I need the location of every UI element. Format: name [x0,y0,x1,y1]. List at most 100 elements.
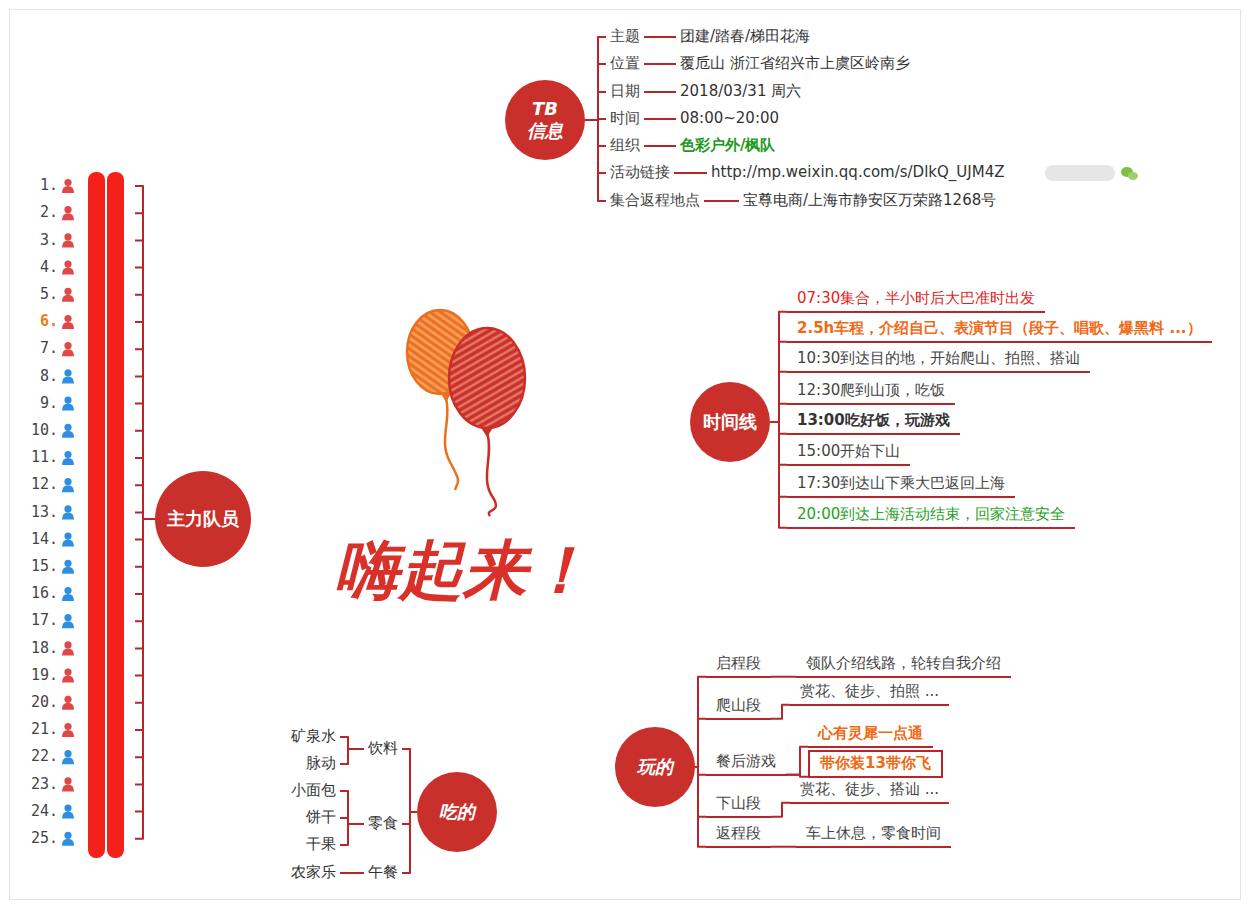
topic-text: 15. [28,557,58,577]
topic-text: 色彩户外/枫队 [680,136,775,154]
topic-label: 餐后游戏 [706,750,786,776]
person-icon [62,832,74,846]
topic-text: 车上休息，零食时间 [806,824,941,842]
topic-label: 主题 [606,26,644,48]
person-icon [62,723,74,737]
branch-connector [644,118,676,120]
topic-label: 色彩户外/枫队 [676,135,779,157]
branch-connector [135,519,155,730]
member-entry: 22. [28,747,135,767]
branch-connector [135,519,155,676]
topic-text: 领队介绍线路，轮转自我介绍 [806,654,1001,672]
branch-connector [770,422,787,528]
topic-text: 矿泉水 [291,727,336,745]
topic-text: 启程段 [716,654,761,672]
topic-label: 13:00吃好饭，玩游戏 [787,409,960,435]
person-icon [62,614,74,628]
person-icon [62,179,74,193]
person-icon [62,206,74,220]
branch-connector [135,519,155,812]
person-icon [62,424,74,438]
icon-body [62,621,74,628]
member-entry: 25. [28,829,135,849]
person-icon [62,669,74,683]
topic-text: 活动链接 [610,163,670,181]
topic-text: 20. [28,693,58,713]
icon-body [62,757,74,764]
person-icon [62,369,74,383]
icon-body [62,240,74,247]
topic-label: 领队介绍线路，轮转自我介绍 [796,652,1011,678]
topic-label: 零食 [364,813,402,835]
branch-connector [135,519,155,594]
topic-text: 3. [28,231,58,251]
redaction-bar [88,172,105,858]
wechat-icon [1128,172,1138,180]
icon-body [62,540,74,547]
icon-head [64,288,71,295]
branch-connector [135,213,155,519]
icon-head [64,587,71,594]
topic-label: 08:00~20:00 [676,108,783,130]
icon-head [64,233,71,240]
member-entry: 7. [28,339,135,359]
icon-body [62,567,74,574]
topic-label: 2.5h车程，介绍自己、表演节目（段子、唱歌、爆黑料 ...） [787,317,1212,343]
topic-label: 10:30到达目的地，开始爬山、拍照、搭讪 [787,347,1090,373]
branch-connector [135,519,155,540]
person-icon [62,451,74,465]
branch-connector [135,458,155,519]
map-title: 嗨起来！ [335,532,591,609]
member-entry: 13. [28,503,135,523]
icon-head [64,832,71,839]
topic-text: 12. [28,475,58,495]
branch-connector [340,737,364,749]
icon-body [62,594,74,601]
topic-text: 零食 [368,814,398,832]
branch-connector [786,775,808,777]
topic-label: 17:30到达山下乘大巴返回上海 [787,472,1015,498]
topic-text: 爬山段 [716,696,761,714]
redaction-bar [107,172,124,858]
person-icon [62,233,74,247]
topic-text: 11. [28,448,58,468]
topic-circle: 吃的 [417,772,497,852]
person-icon [62,696,74,710]
branch-connector [770,372,787,422]
icon-body [62,213,74,220]
icon-head [64,342,71,349]
branch-connector [340,749,364,764]
member-entry: 5. [28,285,135,305]
topic-text: 宝尊电商/上海市静安区万荣路1268号 [743,191,996,209]
blurred-text [1045,165,1115,181]
person-icon [62,750,74,764]
balloon-string [445,398,458,490]
branch-connector [135,186,155,519]
topic-label: 车上休息，零食时间 [796,822,951,848]
branch-connector [770,342,787,422]
branch-connector [135,376,155,519]
branch-connector [135,295,155,519]
topic-label: 团建/踏春/梯田花海 [676,26,814,48]
person-icon [62,777,74,791]
topic-text: 15:00开始下山 [797,442,900,460]
person-icon [62,533,74,547]
icon-body [62,730,74,737]
topic-title: TB信息 [525,98,565,141]
topic-text: 13:00吃好饭，玩游戏 [797,411,950,429]
topic-label: 赏花、徒步、拍照 ... [790,680,949,706]
icon-body [62,404,74,411]
branch-connector [135,519,155,757]
topic-text: 心有灵犀一点通 [818,724,923,742]
topic-label: 脉动 [302,753,340,775]
member-entry: 24. [28,802,135,822]
branch-connector [135,519,155,567]
branch-connector [585,120,606,146]
topic-text: 下山段 [716,794,761,812]
topic-label: 12:30爬到山顶，吃饭 [787,379,955,405]
topic-text: 8. [28,367,58,387]
branch-connector [585,120,606,173]
member-entry: 4. [28,258,135,278]
topic-text: 21. [28,720,58,740]
